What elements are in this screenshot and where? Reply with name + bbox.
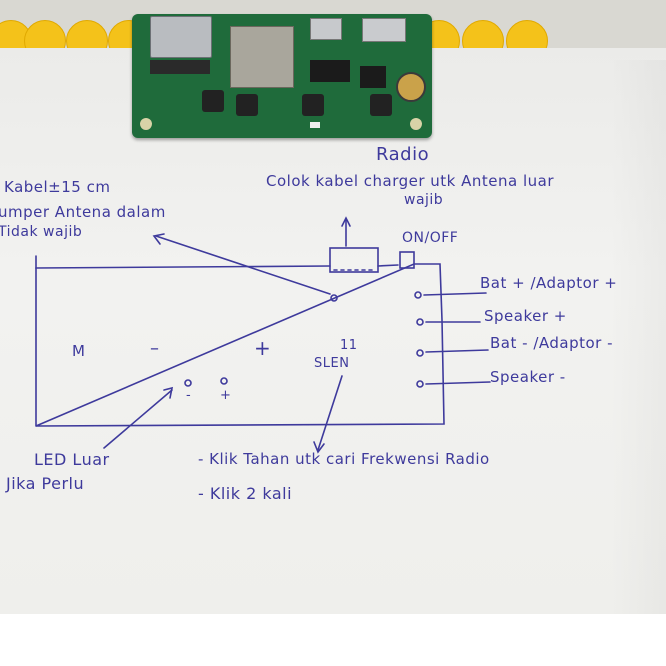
term-line-4 [425, 381, 491, 385]
terminal-bat-plus: Bat + /Adaptor + [480, 274, 618, 292]
chip-icon [310, 60, 350, 82]
jumper-note: umper Antena dalam [0, 203, 166, 221]
switch-box [399, 251, 415, 269]
led-pad-minus [184, 379, 192, 387]
mount-hole-icon [410, 118, 422, 130]
push-button-icon [302, 94, 324, 116]
jumper-pad [330, 294, 338, 302]
terminal-speaker-plus: Speaker + [484, 307, 567, 325]
coil-icon [396, 72, 426, 102]
usb-port-icon [150, 16, 212, 58]
push-button-icon [202, 90, 224, 112]
jumper-arrow-head [152, 233, 165, 245]
bottom-margin [0, 614, 666, 666]
push-button-icon [370, 94, 392, 116]
terminal-bat-minus: Bat - /Adaptor - [490, 334, 614, 352]
push-button-icon [236, 94, 258, 116]
switch-icon [362, 18, 406, 42]
micro-usb-icon [310, 18, 342, 40]
instruction-long-press: - Klik Tahan utk cari Frekwensi Radio [198, 450, 490, 468]
terminal-speaker-minus: Speaker - [490, 368, 566, 386]
switch-label: ON/OFF [402, 230, 459, 246]
button-minus-label: – [150, 338, 160, 359]
button-plus-label: + [254, 336, 272, 360]
paper-sheet [0, 48, 666, 614]
title-radio: Radio [376, 144, 430, 165]
button-m-label: M [72, 342, 86, 360]
jumper-arrow [155, 235, 331, 295]
board-outline [35, 263, 445, 427]
led-pad-plus [220, 377, 228, 385]
led-arrow-head [163, 386, 174, 399]
slen-arrow [317, 375, 343, 451]
led-note: LED Luar [34, 450, 110, 469]
led-smd-icon [310, 122, 320, 128]
cable-note: Kabel±15 cm [4, 178, 111, 196]
button-slen-label: SLEN [314, 356, 350, 371]
socket-arrow-head [341, 216, 351, 227]
sd-slot-icon [230, 26, 294, 88]
led-note-optional: Jika Perlu [6, 474, 85, 493]
led-plus-label: + [220, 388, 232, 403]
terminal-pad [416, 349, 424, 357]
antenna-note: Colok kabel charger utk Antena luar [266, 172, 555, 190]
terminal-pad [416, 380, 424, 388]
antenna-note-wajib: wajib [404, 192, 444, 208]
terminal-pad [416, 318, 424, 326]
terminal-pad [414, 291, 422, 299]
pin-header-icon [150, 60, 210, 74]
pcb-board [132, 14, 432, 138]
mount-hole-icon [140, 118, 152, 130]
jumper-note-optional: Tidak wajib [0, 224, 83, 240]
term-line-1 [423, 292, 487, 296]
paper-fold [610, 60, 666, 614]
term-line-3 [425, 349, 489, 353]
led-minus-label: - [186, 388, 192, 403]
instruction-double-click: - Klik 2 kali [198, 484, 293, 503]
button-slen-mark: 11 [340, 338, 358, 353]
chip-icon [360, 66, 386, 88]
led-arrow [103, 389, 173, 449]
radio-socket [329, 247, 379, 273]
slen-arrow-head [313, 441, 325, 454]
